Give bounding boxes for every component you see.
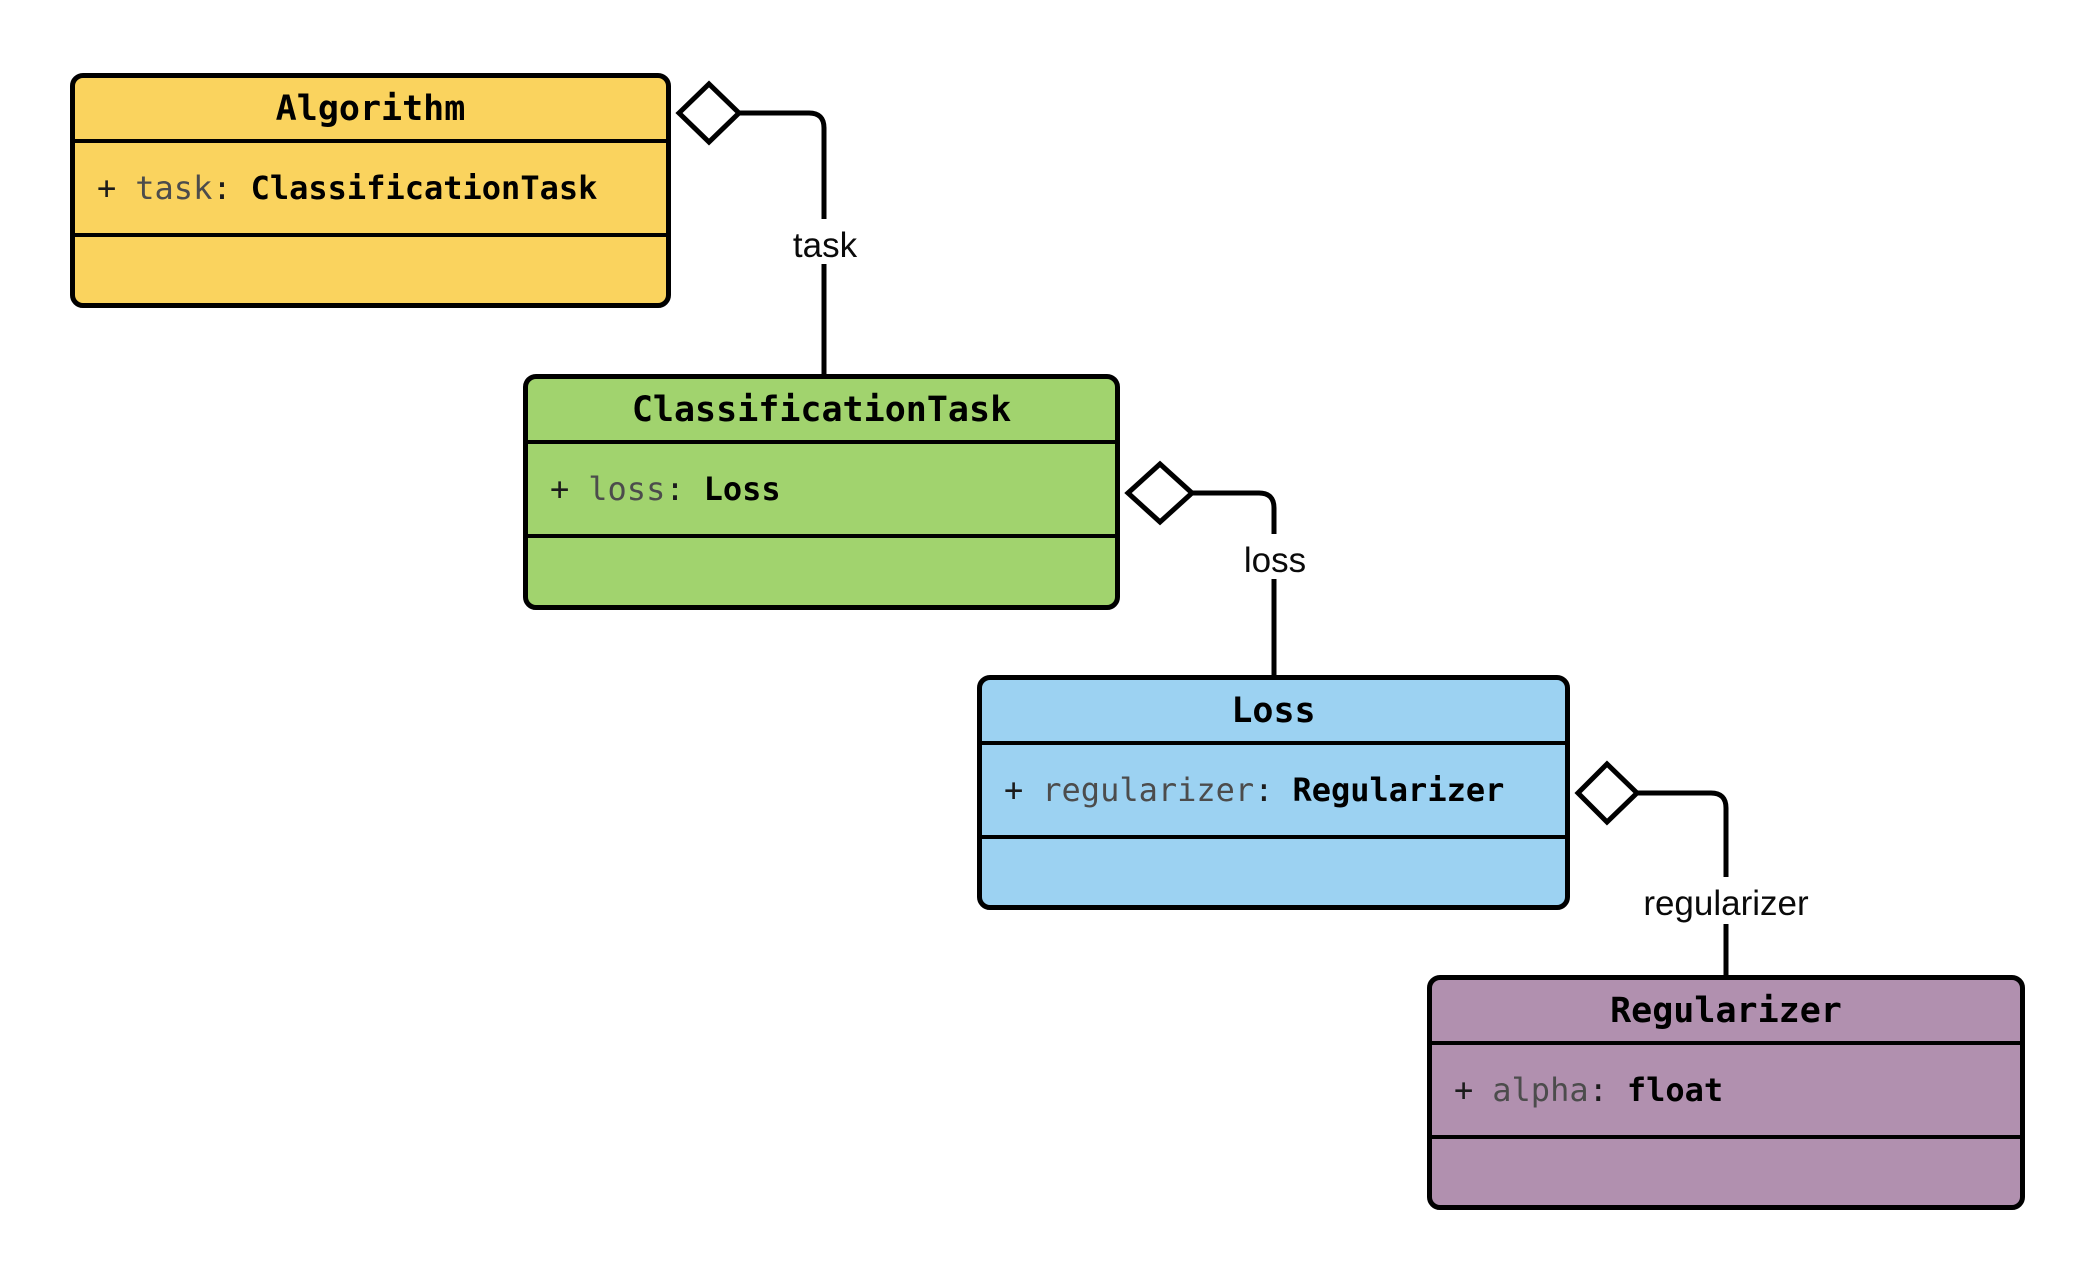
class-title-loss: Loss (982, 680, 1565, 745)
edge-regularizer: regularizer (1574, 760, 1814, 977)
class-box-classificationtask[interactable]: ClassificationTask + loss: Loss (523, 374, 1120, 610)
aggregation-diamond-icon (1124, 460, 1196, 526)
attr-visibility: + (1454, 1071, 1474, 1109)
class-empty-compartment (75, 237, 666, 303)
attr-colon: : (212, 169, 232, 207)
attr-type: ClassificationTask (250, 169, 598, 207)
class-empty-compartment (1432, 1139, 2020, 1205)
edge-label-task: task (793, 226, 858, 265)
attr-type: float (1626, 1071, 1724, 1109)
attr-name: task (135, 169, 213, 207)
class-title-classificationtask: ClassificationTask (528, 379, 1115, 444)
attr-visibility: + (550, 470, 570, 508)
class-attribute-alpha: + alpha: float (1432, 1045, 2020, 1139)
edge-label-loss: loss (1244, 541, 1306, 580)
attr-name: regularizer (1042, 771, 1255, 809)
class-title-algorithm: Algorithm (75, 78, 666, 143)
attr-colon: : (665, 470, 685, 508)
class-attribute-task: + task: ClassificationTask (75, 143, 666, 237)
edge-task: task (675, 80, 862, 376)
class-attribute-loss: + loss: Loss (528, 444, 1115, 538)
class-box-algorithm[interactable]: Algorithm + task: ClassificationTask (70, 73, 671, 308)
edge-label-regularizer: regularizer (1643, 884, 1809, 923)
attr-name: loss (588, 470, 666, 508)
attr-type: Loss (703, 470, 781, 508)
edge-label-background (1238, 534, 1312, 579)
class-title-regularizer: Regularizer (1432, 980, 2020, 1045)
class-box-loss[interactable]: Loss + regularizer: Regularizer (977, 675, 1570, 910)
class-box-regularizer[interactable]: Regularizer + alpha: float (1427, 975, 2025, 1210)
attr-visibility: + (1004, 771, 1024, 809)
attr-name: alpha (1492, 1071, 1589, 1109)
attr-colon: : (1588, 1071, 1608, 1109)
aggregation-diamond-icon (675, 80, 743, 146)
class-empty-compartment (982, 839, 1565, 905)
edge-line (1192, 490, 1277, 677)
edge-line (739, 110, 827, 376)
class-attribute-regularizer: + regularizer: Regularizer (982, 745, 1565, 839)
edge-loss: loss (1124, 460, 1312, 677)
class-empty-compartment (528, 538, 1115, 605)
edge-label-background (788, 219, 862, 264)
edge-line (1637, 790, 1729, 977)
aggregation-diamond-icon (1574, 760, 1641, 826)
edge-label-background (1638, 877, 1814, 924)
attr-visibility: + (97, 169, 117, 207)
attr-type: Regularizer (1292, 771, 1505, 809)
attr-colon: : (1254, 771, 1274, 809)
